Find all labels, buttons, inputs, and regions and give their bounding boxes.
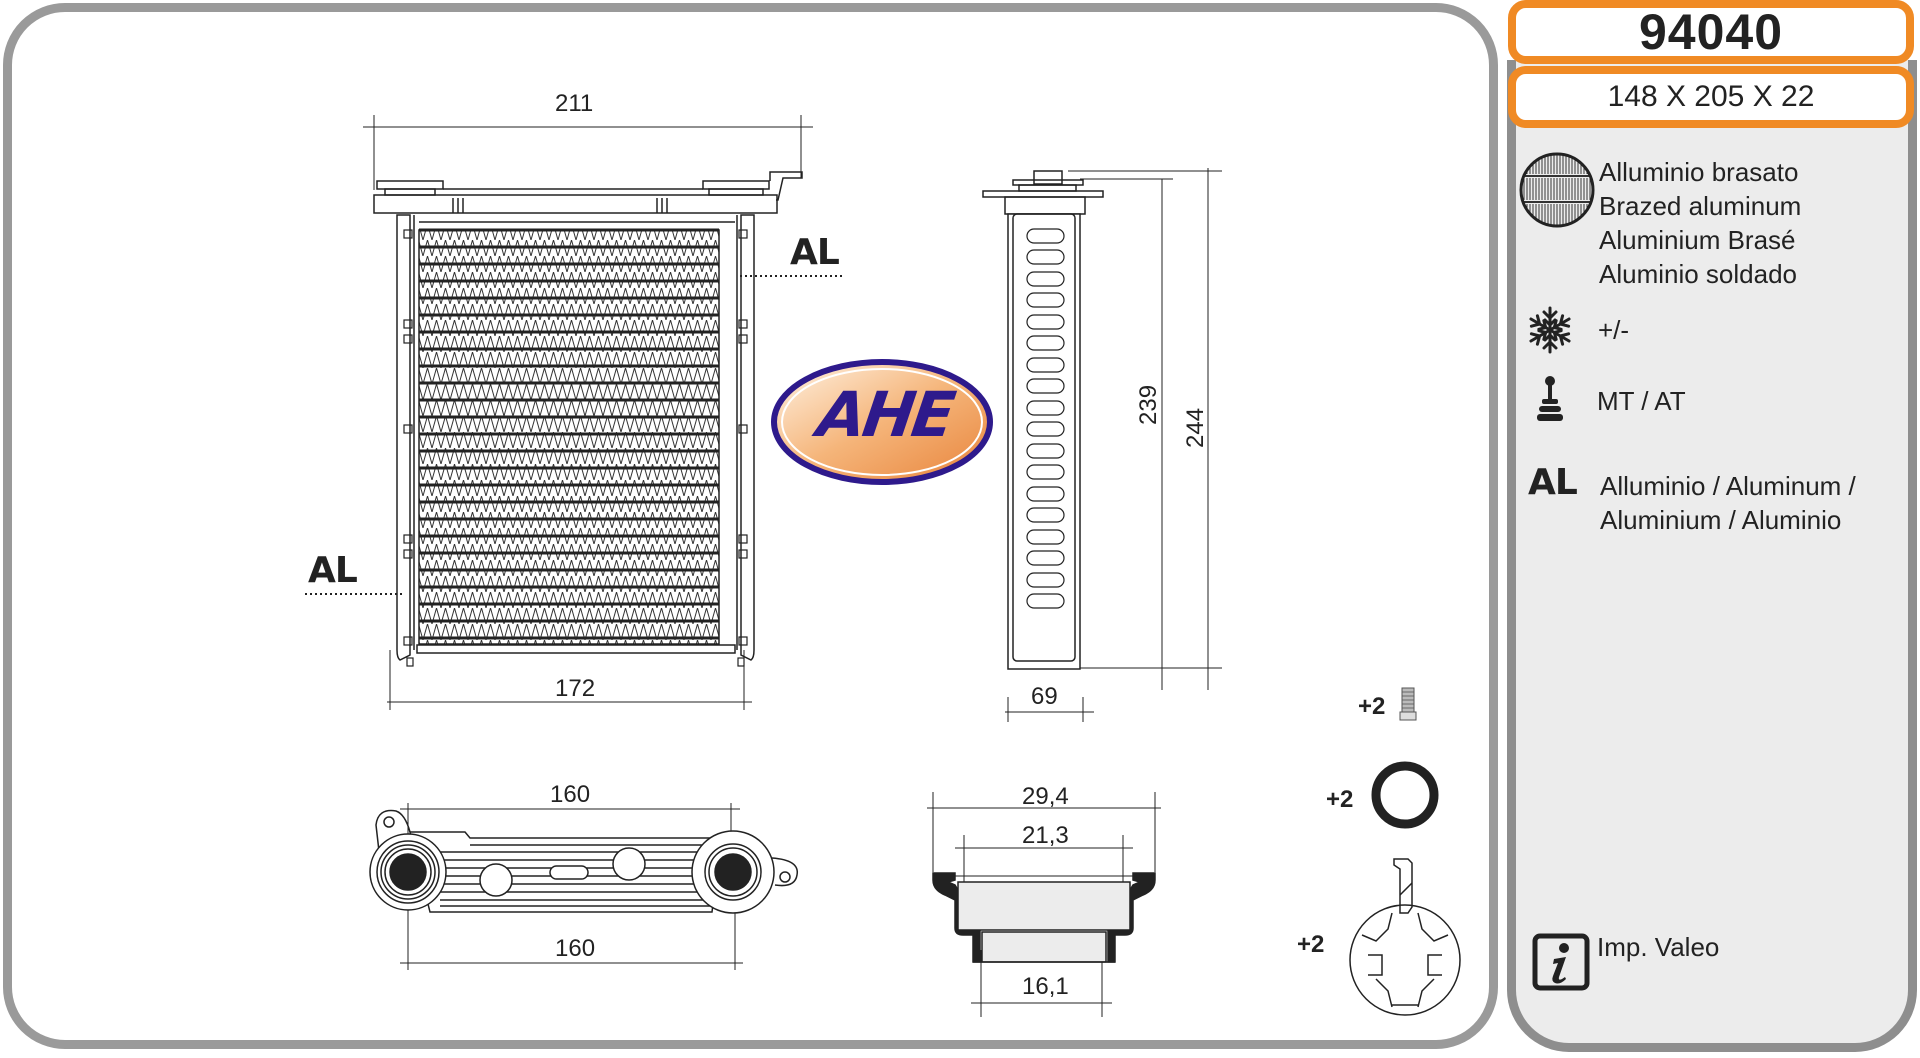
material-line-1: Alluminio / Aluminum / [1600,471,1856,501]
clip-quantity: +2 [1297,931,1325,958]
screw-quantity: +2 [1358,693,1386,720]
side-view-drawing [982,168,1222,722]
part-code-box: 94040 [1508,0,1914,64]
o-ring-icon [1371,761,1439,829]
ahe-logo [771,359,993,485]
dim-fitting-inner: 16,1 [1022,973,1069,1000]
o-ring-quantity: +2 [1326,786,1354,813]
dim-depth: 69 [1031,683,1058,710]
snowflake-icon [1526,306,1574,354]
construction-line-fr: Aluminium Brasé [1599,225,1796,255]
material-line-2: Aluminium / Aluminio [1600,505,1842,535]
material-legend: Alluminio / Aluminum / Aluminium / Alumi… [1600,469,1856,537]
core-dimensions-box: 148 X 205 X 22 [1508,66,1914,128]
al-callout-top: AL [790,232,840,273]
core-dimensions: 148 X 205 X 22 [1607,80,1815,113]
top-view-drawing [369,803,799,970]
construction-line-es: Aluminio soldado [1599,259,1798,289]
dim-overall-width: 211 [555,90,594,117]
part-code: 94040 [1638,4,1784,60]
front-view-drawing [305,115,843,710]
dim-core-width: 172 [555,675,596,702]
info-panel [1507,60,1917,1052]
al-callout-left: AL [308,550,358,591]
construction-line-it: Alluminio brasato [1599,157,1799,187]
screw-icon [1399,687,1417,721]
gear-shift-icon [1537,376,1563,421]
dim-fitting-middle: 21,3 [1022,822,1069,849]
construction-line-en: Brazed aluminum [1599,191,1802,221]
info-icon [1532,933,1590,991]
construction-legend: Alluminio brasato Brazed aluminum Alumin… [1599,155,1801,291]
dim-pipe-spacing-top: 160 [550,781,591,808]
dim-pipe-spacing-bottom: 160 [555,935,596,962]
dim-fitting-outer: 29,4 [1022,783,1069,810]
fitting-detail-drawing [927,792,1161,1017]
info-text: Imp. Valeo [1597,932,1720,962]
climate-text: +/- [1598,315,1630,345]
brazed-core-icon [1519,152,1595,228]
al-material-icon: AL [1528,462,1578,503]
transmission-text: MT / AT [1597,386,1686,416]
clip-icon [1349,858,1461,1016]
